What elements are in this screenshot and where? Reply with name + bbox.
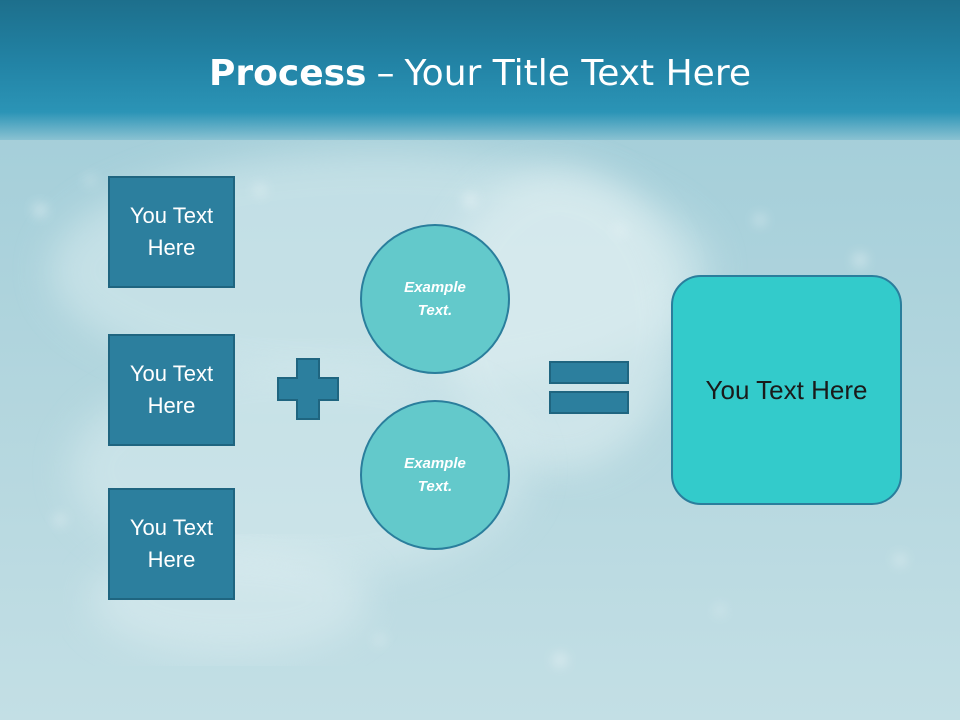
equals-icon [549,361,629,414]
input-box-1[interactable]: You Text Here [108,176,235,288]
result-box[interactable]: You Text Here [671,275,902,505]
example-circle-2[interactable]: Example Text. [360,400,510,550]
example-circle-1[interactable]: Example Text. [360,224,510,374]
slide-title: Process–Your Title Text Here [0,52,960,96]
input-box-2[interactable]: You Text Here [108,334,235,446]
title-dash: – [376,53,395,94]
title-bar [0,0,960,140]
example-circle-label: Example Text. [404,455,466,495]
input-box-label: You Text Here [129,515,214,572]
result-label: You Text Here [705,374,868,405]
title-text: Your Title Text Here [404,53,751,94]
example-circle-label: Example Text. [404,279,466,319]
title-bold: Process [208,53,367,94]
input-box-label: You Text Here [129,203,214,260]
input-box-label: You Text Here [129,361,214,418]
plus-icon [277,358,339,420]
input-box-3[interactable]: You Text Here [108,488,235,600]
